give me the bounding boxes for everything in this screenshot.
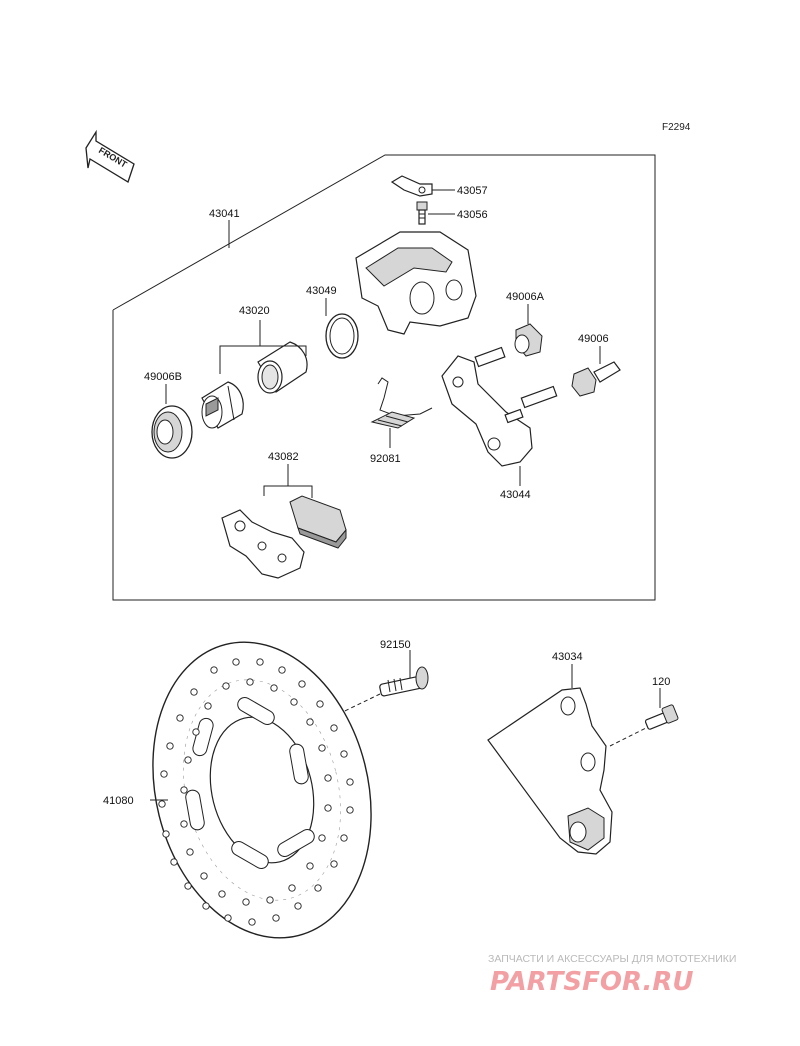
- bleeder-valve-part: [416, 201, 428, 225]
- dust-boot-part: [201, 381, 244, 429]
- label-43057: 43057: [457, 185, 488, 197]
- front-arrow-icon: FRONT: [85, 129, 135, 183]
- label-120: 120: [652, 676, 670, 688]
- label-43082: 43082: [268, 451, 299, 463]
- label-41080: 41080: [103, 795, 134, 807]
- label-49006B: 49006B: [144, 371, 182, 383]
- caliper-holder-part: [441, 346, 558, 467]
- diagram-code: F2294: [662, 122, 691, 133]
- boot-seal-a-part: [514, 323, 543, 357]
- label-43044: 43044: [500, 489, 531, 501]
- caliper-bracket-part: [487, 687, 613, 855]
- label-43041: 43041: [209, 208, 240, 220]
- pad-spring-part: [370, 377, 433, 429]
- brake-pad-part: [221, 495, 347, 579]
- label-49006A: 49006A: [506, 291, 545, 303]
- label-92150: 92150: [380, 639, 411, 651]
- label-43049: 43049: [306, 285, 337, 297]
- label-92081: 92081: [370, 453, 401, 465]
- watermark-tagline: ЗАПЧАСТИ И АКСЕССУАРЫ ДЛЯ МОТОТЕХНИКИ: [488, 953, 736, 965]
- caliper-body-part: [355, 231, 477, 335]
- caliper-assembly-frame: [112, 154, 656, 601]
- label-43034: 43034: [552, 651, 583, 663]
- label-43056: 43056: [457, 209, 488, 221]
- brake-disc-part: [152, 641, 372, 939]
- mounting-bolt-part: [644, 704, 679, 730]
- piston-part: [257, 341, 308, 394]
- disc-bolt-part: [379, 666, 429, 697]
- watermark-brand: PARTSFOR.RU: [490, 967, 693, 997]
- boot-seal-b-part: [151, 405, 193, 459]
- label-43020: 43020: [239, 305, 270, 317]
- label-49006: 49006: [578, 333, 609, 345]
- piston-seal-part: [325, 313, 359, 359]
- boot-seal-part: [571, 361, 621, 397]
- bleeder-cap-part: [390, 175, 433, 197]
